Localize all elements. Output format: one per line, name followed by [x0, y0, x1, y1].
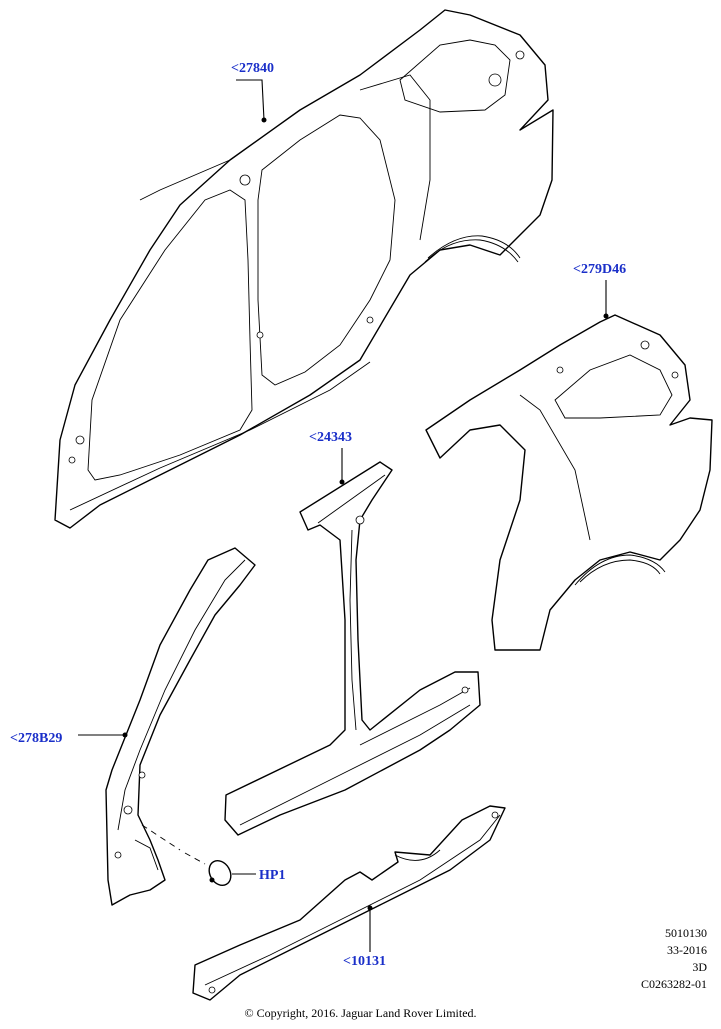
part-sill-panel[interactable] [192, 805, 506, 1001]
callout-24343[interactable]: <24343 [309, 430, 352, 445]
part-quarter-panel[interactable] [425, 314, 713, 651]
part-hole-plug[interactable] [205, 857, 235, 890]
meta-line-1: 5010130 [665, 926, 707, 940]
callout-27840[interactable]: <27840 [231, 61, 274, 76]
meta-line-2: 33-2016 [667, 943, 707, 957]
leader-lines [78, 79, 609, 952]
callout-278B29[interactable]: <278B29 [10, 731, 63, 746]
meta-block: 5010130 33-2016 3D C0263282-01 [641, 925, 707, 993]
callout-279D46[interactable]: <279D46 [573, 262, 627, 277]
callout-10131[interactable]: <10131 [343, 954, 386, 969]
part-a-pillar[interactable] [105, 547, 256, 906]
copyright-notice: © Copyright, 2016. Jaguar Land Rover Lim… [244, 1006, 477, 1020]
meta-line-4: C0263282-01 [641, 977, 707, 991]
part-body-side-outer[interactable] [54, 9, 554, 529]
part-b-pillar-reinforcement[interactable] [224, 461, 481, 836]
meta-line-3: 3D [692, 960, 707, 974]
callout-HP1[interactable]: HP1 [259, 868, 286, 883]
